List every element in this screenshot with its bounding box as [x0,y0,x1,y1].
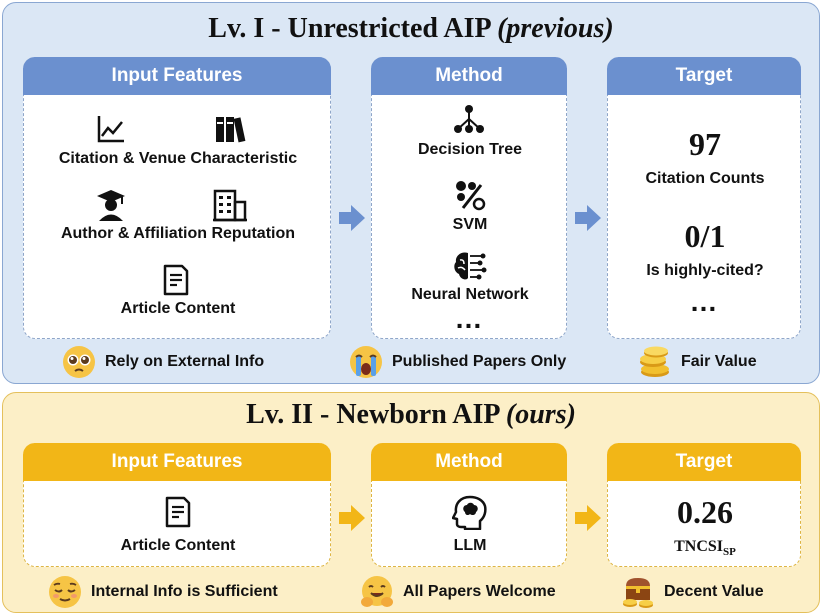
level2-input-card: Input Features Article Content [23,443,331,567]
relieved-face-icon [49,576,81,608]
footer-decent-value-text: Decent Value [664,583,764,600]
level2-target-header: Target [607,443,801,481]
level1-target-card: Target 97 Citation Counts 0/1 Is highly-… [607,57,801,339]
footer-internal-info: Internal Info is Sufficient [47,574,278,610]
treasure-chest-icon [623,578,653,608]
level1-input-header: Input Features [23,57,331,95]
hugging-face-icon [361,576,393,607]
target-highly-cited-value: 0/1 [684,218,726,254]
arrow-right-icon [575,205,601,231]
target-highly-cited-label: Is highly-cited? [646,262,764,279]
footer-external-info-text: Rely on External Info [105,353,265,370]
level1-title: Lv. I - Unrestricted AIP (previous) [208,13,614,44]
input-article-content: Article Content [120,300,236,317]
arrow-right-icon [339,505,365,531]
level2-title: Lv. II - Newborn AIP (ours) [246,399,576,430]
level1-target-header: Target [607,57,801,95]
coins-icon [640,346,669,377]
level2-method-card: Method LLM [371,443,567,567]
footer-fair-value: Fair Value [637,344,757,380]
level2-target-label: TNCSISP [674,538,736,559]
target-citation-label: Citation Counts [645,170,765,187]
target-citation-value: 97 [689,126,721,162]
line-chart-icon [97,116,124,143]
arrow-right-icon [339,205,365,231]
crying-face-icon [350,346,382,378]
document-icon [165,496,191,528]
method-svm: SVM [452,216,488,233]
footer-published-only-text: Published Papers Only [392,353,567,370]
footer-all-papers-text: All Papers Welcome [403,583,556,600]
percent-icon [456,181,486,211]
tree-icon [454,105,484,133]
graduate-icon [97,190,125,221]
method-decision-tree: Decision Tree [417,141,523,158]
building-icon [213,189,247,222]
level2-method-header: Method [371,443,567,481]
document-icon [163,264,189,296]
footer-published-only: Published Papers Only [348,344,566,380]
target-ellipsis: … [689,286,721,317]
input-citation-venue: Citation & Venue Characteristic [58,150,298,167]
footer-fair-value-text: Fair Value [681,353,757,370]
footer-external-info: Rely on External Info [61,344,264,380]
level1-method-header: Method [371,57,567,95]
method-neural-network: Neural Network [411,286,529,303]
level2-panel: Lv. II - Newborn AIP (ours) Input Featur… [2,392,820,613]
level1-input-card: Input Features Citation & Venue Characte… [23,57,331,339]
footer-all-papers: All Papers Welcome [359,574,556,610]
books-icon [216,117,246,143]
arrow-right-icon [575,505,601,531]
level1-method-card: Method Decision Tree SVM Neural Netw [371,57,567,339]
footer-decent-value: Decent Value [620,574,764,610]
level2-method-llm: LLM [453,537,487,554]
method-ellipsis: … [454,303,486,334]
pleading-face-icon [63,346,95,378]
level1-panel: Lv. I - Unrestricted AIP (previous) Inpu… [2,2,820,384]
brain-icon [454,252,487,280]
level2-target-value: 0.26 [677,494,733,530]
level2-input-header: Input Features [23,443,331,481]
head-brain-icon [452,495,487,530]
level2-input-article-content: Article Content [120,537,236,554]
input-author-affiliation: Author & Affiliation Reputation [60,225,296,242]
level2-target-card: Target 0.26 TNCSISP [607,443,801,567]
footer-internal-info-text: Internal Info is Sufficient [91,583,278,600]
